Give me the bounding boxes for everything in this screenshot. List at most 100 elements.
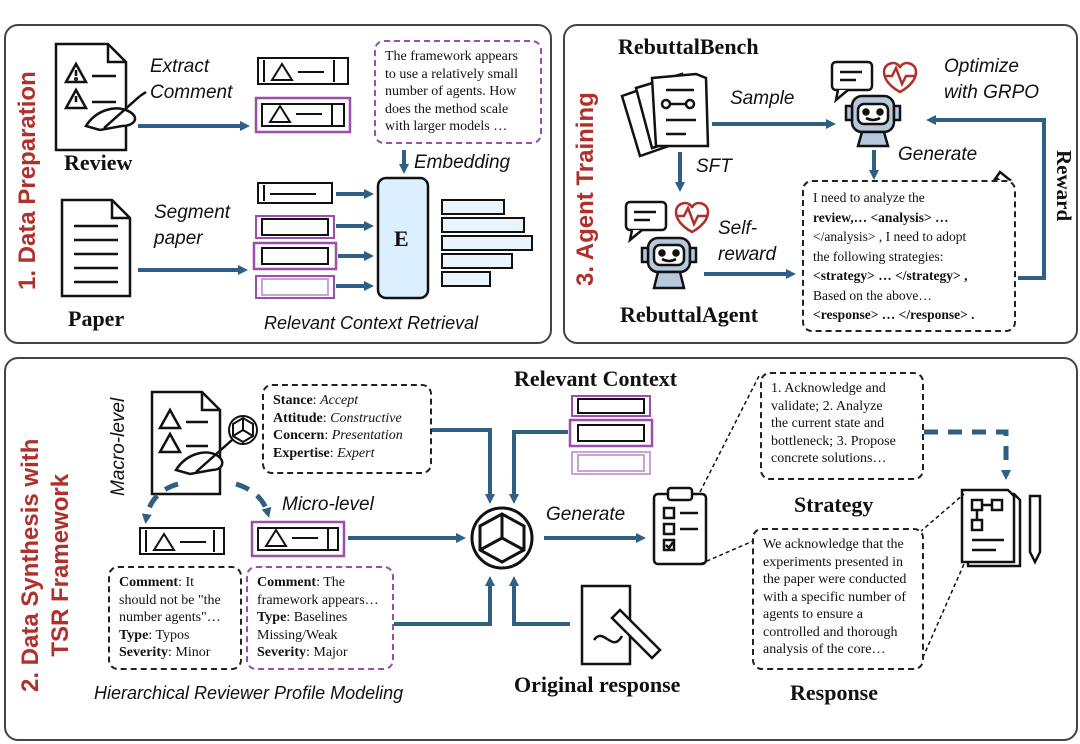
strategy-line-3: the current state and	[771, 416, 885, 431]
response-line-6: controlled and thorough	[763, 624, 898, 640]
embedding-label: Embedding	[414, 152, 511, 173]
encoder-box	[376, 176, 430, 300]
strategy-line-5: concrete solutions…	[771, 451, 887, 466]
relevant-context-label: Relevant Context	[514, 366, 678, 391]
response-line-1: We acknowledge that the	[763, 537, 904, 552]
training-chat-bubble-icon	[830, 60, 918, 104]
right-comment-severity: Severity: Major	[257, 645, 348, 660]
left-comment-row2: should not be "the	[119, 592, 221, 608]
extract-label-line1: Extract	[150, 56, 210, 77]
comment-strip-top	[257, 57, 349, 85]
encoder-letter: E	[394, 226, 409, 251]
response-line-3: the paper were conducted	[763, 572, 907, 587]
right-comment-row1: Comment: The	[257, 575, 346, 590]
self-reward-line2: reward	[718, 244, 777, 265]
comment-line-2: to use a relatively small	[385, 66, 518, 82]
callout-dashed-lines	[699, 373, 965, 665]
right-comment-box: Comment: The framework appears… Type: Ba…	[246, 566, 394, 670]
profile-row-concern: Concern: Presentation	[273, 428, 403, 443]
response-box: We acknowledge that the experiments pres…	[752, 528, 924, 670]
sample-label: Sample	[730, 88, 795, 109]
hierarchical-label: Hierarchical Reviewer Profile Modeling	[94, 683, 404, 703]
comment-text-box: The framework appears to use a relativel…	[374, 40, 542, 144]
extract-label-line2: Comment	[150, 82, 233, 103]
gen-line-7: <response> … </response> .	[813, 307, 975, 322]
rebuttalbench-label: RebuttalBench	[618, 34, 759, 59]
response-line-2: experiments presented in	[763, 554, 903, 570]
paper-document-icon	[60, 198, 132, 298]
section-title-data-synthesis: 2. Data Synthesis with TSR Framework	[16, 439, 76, 692]
strategy-line-2: validate; 2. Analyze	[771, 398, 883, 414]
training-robot-icon	[844, 94, 902, 148]
original-response-doc-icon	[580, 584, 662, 666]
right-comment-strip	[250, 520, 346, 558]
response-line-7: analysis of the core…	[763, 642, 886, 657]
segment-label-line2: paper	[154, 228, 203, 249]
optimize-line1: Optimize	[944, 56, 1019, 77]
response-line-4: with a specific number of	[763, 589, 907, 605]
right-comment-type: Type: Baselines	[257, 610, 348, 625]
synthesis-title-line2: TSR Framework	[47, 473, 74, 657]
panel2-arrows	[348, 428, 646, 626]
comment-strip-highlighted	[254, 96, 352, 134]
gen-line-4: the following strategies:	[813, 248, 944, 264]
segment-label-line1: Segment	[154, 202, 231, 223]
left-comment-row1: Comment: It	[119, 575, 195, 590]
paper-label: Paper	[68, 306, 125, 331]
strategy-line-1: 1. Acknowledge and	[771, 381, 886, 396]
section-title-agent-training: 3. Agent Training	[572, 92, 599, 286]
rebuttal-agent-robot-icon	[640, 236, 698, 290]
micro-level-label: Micro-level	[282, 494, 374, 515]
rebuttalbench-docs-icon	[620, 72, 710, 158]
reward-label: Reward	[1052, 150, 1076, 222]
generate-label-training: Generate	[898, 144, 978, 165]
panel3-arrows	[675, 115, 1046, 280]
gen-line-2: review,… <analysis> …	[813, 209, 949, 225]
comment-line-5: with larger models …	[385, 119, 508, 134]
segment-strips	[252, 182, 338, 299]
extract-comment-label: Extract Comment	[150, 54, 232, 106]
gen-line-6: Based on the above…	[813, 287, 932, 303]
agent-chat-bubble-icon	[624, 200, 710, 244]
profile-box: Stance: Accept Attitude: Constructive Co…	[262, 384, 432, 474]
response-line-5: agents to ensure a	[763, 607, 863, 622]
panel2-dashed-arrows	[141, 429, 1011, 524]
optimize-label: Optimize with GRPO	[944, 54, 1039, 106]
embedding-bars	[441, 199, 533, 287]
profile-row-attitude: Attitude: Constructive	[273, 410, 402, 426]
optimize-line2: with GRPO	[944, 82, 1040, 103]
generate-label-synthesis: Generate	[546, 504, 626, 525]
response-label: Response	[790, 680, 879, 705]
reviewer-document-icon	[150, 390, 233, 496]
original-response-label: Original response	[514, 672, 681, 697]
gen-line-3: </analysis> , I need to adopt	[813, 229, 967, 244]
retrieval-label: Relevant Context Retrieval	[264, 313, 479, 333]
openai-logo-large	[470, 506, 534, 570]
generated-output-box: I need to analyze the review,… <analysis…	[802, 180, 1016, 332]
left-comment-strip	[139, 527, 225, 555]
self-reward-label: Self- reward	[718, 216, 776, 268]
profile-row-expertise: Expertise: Expert	[273, 445, 375, 461]
left-comment-type: Type: Typos	[119, 627, 190, 643]
comment-line-3: number of agents. How	[385, 84, 517, 99]
openai-logo-small	[228, 415, 258, 445]
left-comment-severity: Severity: Minor	[119, 645, 211, 660]
left-comment-row3: number agents"…	[119, 610, 221, 625]
segment-paper-label: Segment paper	[154, 200, 230, 252]
panel1-arrows	[138, 121, 409, 291]
section-title-data-preparation: 1. Data Preparation	[14, 71, 41, 290]
right-comment-row2: framework appears…	[257, 592, 379, 608]
comment-line-1: The framework appears	[385, 49, 518, 64]
self-reward-line1: Self-	[718, 218, 758, 239]
gen-line-5: <strategy> … </strategy> ,	[813, 268, 968, 283]
left-comment-box: Comment: It should not be "the number ag…	[108, 566, 242, 670]
strategy-line-4: bottleneck; 3. Propose	[771, 433, 896, 449]
macro-level-label: Macro-level	[108, 397, 129, 496]
rebuttalagent-label: RebuttalAgent	[620, 302, 759, 327]
strategy-label: Strategy	[794, 492, 874, 517]
review-label: Review	[64, 150, 133, 175]
sft-label: SFT	[696, 156, 732, 177]
profile-row-stance: Stance: Accept	[273, 393, 359, 408]
clipboard-strategy-icon	[652, 486, 708, 566]
